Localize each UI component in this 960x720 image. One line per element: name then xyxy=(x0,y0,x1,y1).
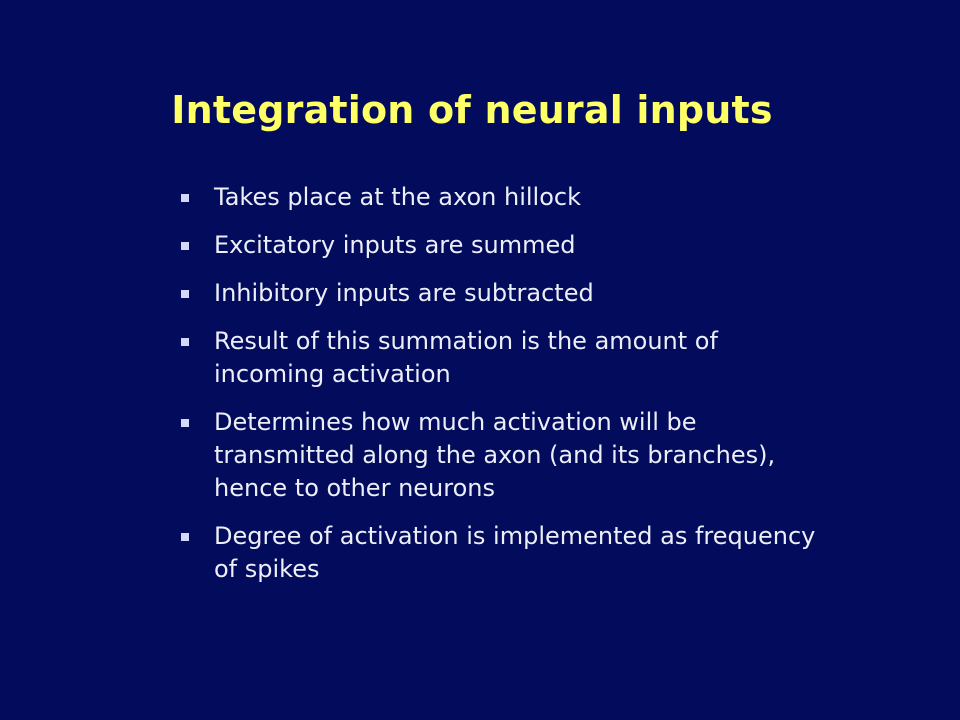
bullet-text: Excitatory inputs are summed xyxy=(214,231,576,259)
bullet-item: Takes place at the axon hillock xyxy=(178,181,818,214)
square-bullet-icon xyxy=(181,533,189,541)
square-bullet-icon xyxy=(181,194,189,202)
bullet-text: Determines how much activation will be t… xyxy=(214,408,776,502)
bullet-item: Determines how much activation will be t… xyxy=(178,406,818,505)
bullet-item: Inhibitory inputs are subtracted xyxy=(178,277,818,310)
bullet-item: Excitatory inputs are summed xyxy=(178,229,818,262)
bullet-item: Degree of activation is implemented as f… xyxy=(178,520,818,586)
square-bullet-icon xyxy=(181,338,189,346)
bullet-item: Result of this summation is the amount o… xyxy=(178,325,818,391)
square-bullet-icon xyxy=(181,419,189,427)
slide-title: Integration of neural inputs xyxy=(171,88,773,133)
square-bullet-icon xyxy=(181,290,189,298)
bullet-list: Takes place at the axon hillock Excitato… xyxy=(178,181,818,601)
bullet-text: Inhibitory inputs are subtracted xyxy=(214,279,594,307)
square-bullet-icon xyxy=(181,242,189,250)
bullet-text: Takes place at the axon hillock xyxy=(214,183,581,211)
bullet-text: Degree of activation is implemented as f… xyxy=(214,522,816,583)
bullet-text: Result of this summation is the amount o… xyxy=(214,327,718,388)
